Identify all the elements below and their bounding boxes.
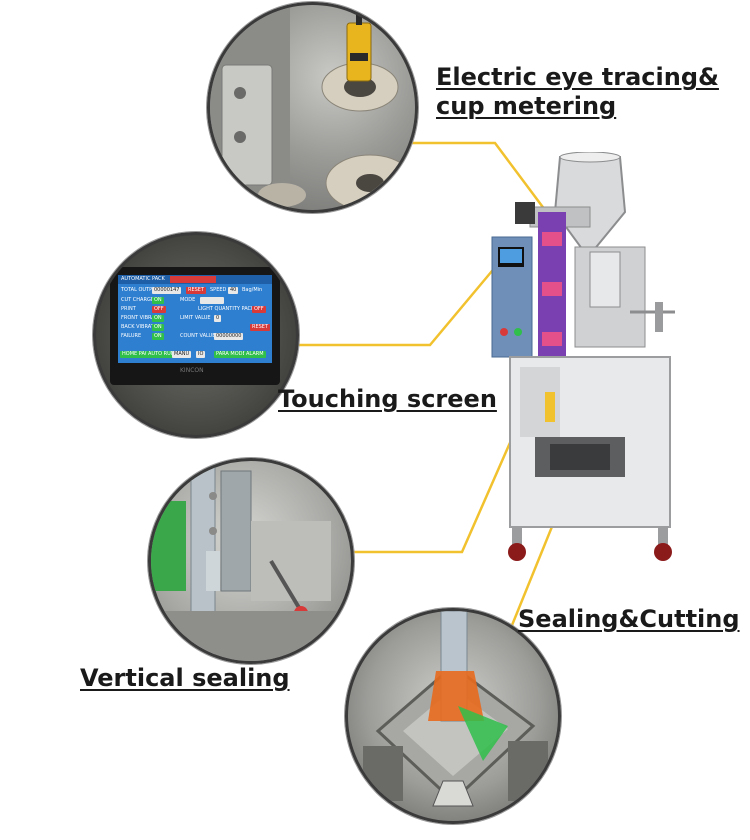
electric-eye-illustration [210, 5, 415, 210]
count-value-label: COUNT VALUE [180, 333, 216, 339]
total-output-label: TOTAL OUTPUT [121, 287, 159, 293]
tab-io[interactable]: IO [196, 351, 206, 358]
total-output-value: 00000147 [152, 287, 182, 294]
failure-label: FAILURE [121, 333, 142, 339]
cut-charge-label: CUT CHARGE [121, 297, 154, 303]
front-vibrate-toggle[interactable]: ON [152, 315, 164, 322]
count-value: 00000000 [214, 333, 244, 340]
touch-screen-bezel: AUTOMATIC PACK TOTAL OUTPUT 00000147 RES… [110, 267, 280, 385]
label-vertical-sealing: Vertical sealing [80, 664, 290, 692]
screen-title-highlight [170, 276, 216, 283]
sealing-cutting-photo [345, 608, 561, 824]
print-toggle[interactable]: OFF [152, 306, 166, 313]
light-quantity-label: LIGHT QUANTITY PACK [198, 306, 255, 312]
yellow-cylinder-sensor-icon [346, 22, 372, 82]
label-sealing-cutting: Sealing&Cutting [518, 605, 740, 633]
speed-value: 40 [228, 287, 239, 294]
sealing-cutting-illustration [363, 611, 548, 807]
front-vibrate-label: FRONT VIBRATE [121, 315, 161, 321]
tab-para-mode[interactable]: PARA MODE [214, 351, 248, 358]
limit-value-label: LIMIT VALUE [180, 315, 211, 321]
label-electric-eye-line1: Electric eye tracing& [436, 63, 719, 91]
failure-toggle[interactable]: ON [152, 333, 164, 340]
vertical-sealing-photo [148, 458, 354, 664]
reset-button[interactable]: RESET [186, 287, 207, 294]
back-vibrate-label: BACK VIBRATE [121, 324, 157, 330]
leader-touching-screen [292, 264, 498, 347]
tab-auto-run[interactable]: AUTO RUN [146, 351, 177, 358]
tab-manu[interactable]: MANU [172, 351, 192, 358]
touch-screen-photo: AUTOMATIC PACK TOTAL OUTPUT 00000147 RES… [93, 232, 299, 438]
limit-value[interactable]: 0 [214, 315, 222, 322]
mode-select[interactable] [200, 297, 224, 304]
touch-screen-display: AUTOMATIC PACK TOTAL OUTPUT 00000147 RES… [118, 275, 272, 363]
electric-eye-photo [207, 2, 418, 213]
packing-machine [491, 152, 675, 561]
vertical-sealing-illustration [151, 461, 351, 661]
label-electric-eye-line2: cup metering [436, 92, 617, 120]
speed-unit: Bag/Min [242, 287, 263, 293]
leader-vertical-sealing [344, 419, 522, 554]
light-quantity-toggle[interactable]: OFF [252, 306, 266, 313]
back-vibrate-toggle[interactable]: ON [152, 324, 164, 331]
screen-title: AUTOMATIC PACK [121, 276, 165, 282]
tab-home-page[interactable]: HOME PAGE [120, 351, 154, 358]
print-label: PRINT [121, 306, 136, 312]
machine-button-green-icon [514, 328, 522, 336]
speed-label: SPEED [210, 287, 227, 293]
mode-label: MODE [180, 297, 196, 303]
leader-electric-eye [402, 141, 547, 211]
cut-charge-toggle[interactable]: ON [152, 297, 164, 304]
screen-brand: KINCON [180, 367, 204, 374]
tab-alarm[interactable]: ALARM [244, 351, 266, 358]
machine-button-red-icon [500, 328, 508, 336]
count-reset-button[interactable]: RESET [250, 324, 271, 331]
label-touching-screen: Touching screen [278, 385, 497, 413]
